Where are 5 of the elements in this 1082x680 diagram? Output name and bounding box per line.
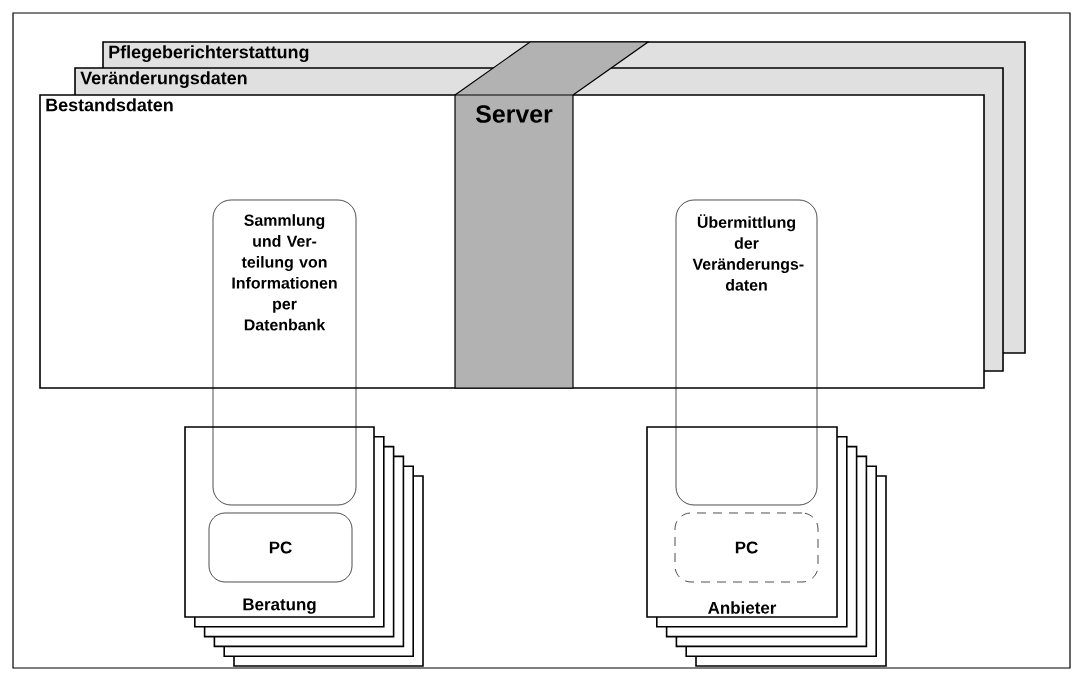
server-band: Server — [454, 41, 650, 389]
function-box: Sammlung und Ver- teilung von Informationen per Datenbank — [212, 199, 357, 506]
pc-box: PC — [208, 512, 353, 583]
function-box: Übermittlung der Veränderungs- daten — [675, 199, 818, 506]
pc-box: PC — [674, 512, 819, 583]
